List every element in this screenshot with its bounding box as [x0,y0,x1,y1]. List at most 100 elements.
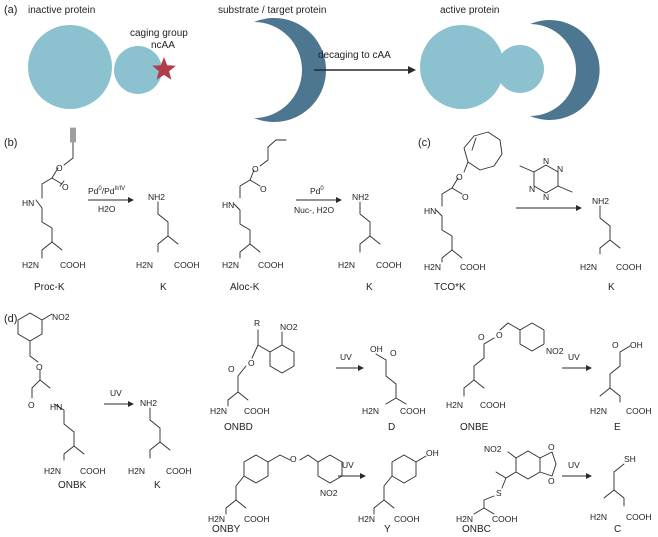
k3-cooh: COOH [616,262,642,272]
lysine-1-structure: NH2 H2N COOH K [136,192,200,293]
e-h2n: H2N [590,406,607,416]
y-cooh: COOH [394,514,420,524]
onbc-s: S [496,488,502,498]
k4-cooh: COOH [166,466,192,476]
k2-name: K [366,282,373,293]
onbk-cooh: COOH [80,466,106,476]
lysine-3-structure: NH2 H2N COOH K [580,196,642,293]
onbk-no2: NO2 [52,312,70,322]
onby-o: O [290,454,297,464]
tco-k-structure: O O HN H2N COOH TCO*K [424,131,503,293]
d-name: D [388,422,395,433]
onby-no2: NO2 [320,488,338,498]
onbk-structure: NO2 O O HN H2N COOH ONBK [17,312,106,491]
tz-n2: N [557,164,563,174]
onbd-o: O [248,358,255,368]
k4-h2n: H2N [128,466,145,476]
aloc-k-hn: HN [222,200,234,210]
aloc-k-cooh: COOH [258,260,284,270]
onbk-h2n: H2N [44,466,61,476]
tz-n4: N [543,192,549,202]
panel-a-label: (a) [4,4,17,16]
aloc-k-structure: O O HN H2N COOH Aloc-K [222,139,287,293]
uv-arrowhead-5 [586,473,592,479]
k2-h2n: H2N [338,260,355,270]
tco-k-cooh: COOH [460,262,486,272]
decaging-arrowhead [408,66,416,74]
cond1-h2o: H2O [98,204,116,214]
uv-arrowhead-3 [586,365,592,371]
e-o: O [612,340,619,350]
k2-cooh: COOH [376,260,402,270]
substrate-label: substrate / target protein [218,5,326,16]
proc-k-name: Proc-K [34,282,65,293]
d-oh: OH [370,344,383,354]
onbc-o1: O [548,442,555,452]
tetrazine-reagent: N N N N [519,156,573,202]
c-h2n: H2N [590,512,607,522]
active-protein-label: active protein [440,5,499,16]
ncaa-label: ncAA [151,40,175,51]
onbd-name: ONBD [224,422,253,433]
onbc-name: ONBC [462,524,491,532]
caging-star-icon [152,57,176,80]
reaction-arrowhead-3 [576,205,582,211]
substrate-crescent [254,18,326,123]
tco-k-name: TCO*K [434,282,466,293]
uv-arrowhead-4 [360,473,366,479]
lysine-2-structure: NH2 H2N COOH K [338,192,402,293]
k1-cooh: COOH [174,260,200,270]
uv-arrowhead-1 [128,401,134,407]
d-o: O [390,348,397,358]
y-h2n: H2N [358,514,375,524]
decaging-label: decaging to cAA [318,50,391,61]
onbc-structure: NO2 O O S H2N COOH ONBC [456,442,557,535]
y-name: Y [384,524,391,532]
uv-label-3: UV [568,352,580,362]
onbk-name: ONBK [58,480,87,491]
onby-structure: O NO2 H2N COOH ONBY [208,454,343,535]
onbd-no2: NO2 [280,322,298,332]
aloc-k-o2: O [260,184,267,194]
k3-h2n: H2N [580,262,597,272]
k1-nh2: NH2 [148,192,165,202]
active-protein-knob [496,45,544,93]
d-cooh: COOH [400,406,426,416]
tco-k-o: O [456,172,463,182]
aloc-k-o: O [252,164,259,174]
onbe-o: O [496,330,503,340]
proc-k-h2n: H2N [22,260,39,270]
tco-k-o2: O [462,192,469,202]
onbe-structure: O O NO2 H2N COOH ONBE [446,322,564,433]
onbc-no2: NO2 [484,444,502,454]
tco-ring [463,131,503,171]
onby-name: ONBY [212,524,241,532]
c-name: C [614,524,621,532]
onbe-name: ONBE [460,422,489,433]
active-protein-crescent [530,20,600,120]
tz-n1: N [543,156,549,166]
aloc-k-h2n: H2N [222,260,239,270]
e-name: E [614,422,621,433]
panel-a: (a) inactive protein substrate / target … [4,4,600,123]
proc-k-o2: O [62,182,69,192]
tco-k-h2n: H2N [424,262,441,272]
k2-nh2: NH2 [352,192,369,202]
uv-label-4: UV [342,460,354,470]
onbd-h2n: H2N [210,406,227,416]
cond2-pd: Pd0 [310,186,324,196]
aloc-k-name: Aloc-K [230,282,260,293]
onbd-cooh: COOH [244,406,270,416]
c-sh: SH [624,454,636,464]
reaction-arrowhead-2 [336,197,342,203]
y-oh: OH [426,448,439,458]
onbk-o2: O [28,400,35,410]
uv-label-1: UV [110,388,122,398]
glutamate-structure: OH O H2N COOH E [590,340,652,433]
c-cooh: COOH [626,512,652,522]
onbc-o2: O [548,476,555,486]
panel-b-label: (b) [4,137,17,149]
e-oh: OH [630,340,643,350]
k3-name: K [608,282,615,293]
